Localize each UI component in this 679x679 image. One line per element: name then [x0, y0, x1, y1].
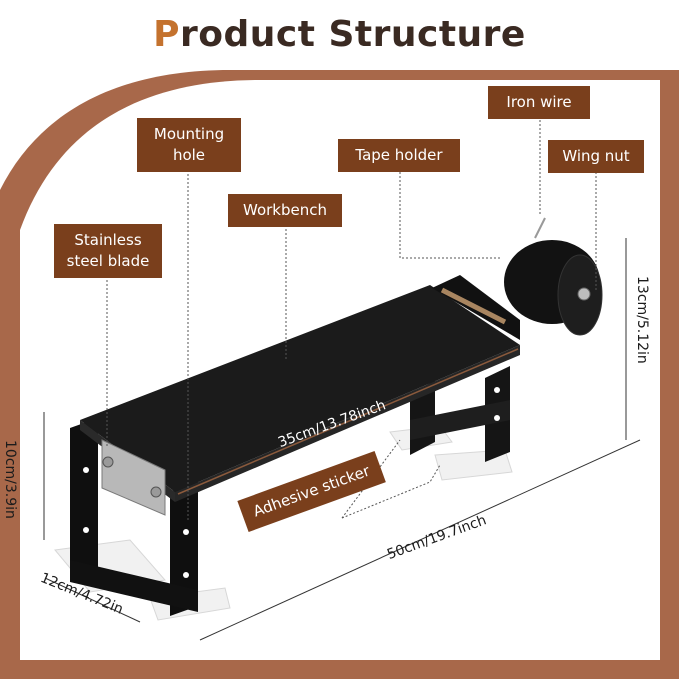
- leader-adhesive-sticker: [341, 464, 441, 519]
- iron-wire: [534, 217, 546, 239]
- label-wing-nut: Wing nut: [548, 140, 644, 173]
- blade-screw-2: [150, 486, 162, 498]
- mounting-hole-6: [494, 415, 500, 421]
- mounting-hole-3: [183, 529, 189, 535]
- label-iron-wire: Iron wire: [488, 86, 590, 119]
- mounting-hole-4: [183, 572, 189, 578]
- dim-height-left: 10cm/3.9in: [2, 440, 18, 519]
- page-title: Product Structure: [0, 14, 679, 55]
- workbench-rule-line: [177, 348, 519, 495]
- front-leg-right: [170, 480, 198, 616]
- dim-line-total-length: [199, 439, 641, 641]
- label-tape-holder: Tape holder: [338, 139, 460, 172]
- label-stainless-blade: Stainless steel blade: [54, 224, 162, 278]
- front-leg-base: [70, 560, 198, 612]
- back-leg-brace: [410, 400, 510, 440]
- wing-nut: [577, 287, 591, 301]
- label-workbench: Workbench: [228, 194, 342, 227]
- leader-tape-holder: [399, 168, 500, 259]
- mounting-hole-5: [494, 387, 500, 393]
- workbench-top: [80, 285, 520, 492]
- blade-screw-1: [102, 456, 114, 468]
- mounting-hole-2: [83, 527, 89, 533]
- spring-rod: [440, 287, 507, 325]
- label-mounting-hole: Mounting hole: [137, 118, 241, 172]
- dim-height-right: 13cm/5.12in: [634, 276, 650, 364]
- front-leg-left: [70, 418, 98, 580]
- mounting-hole-1: [83, 467, 89, 473]
- stainless-blade: [101, 439, 166, 516]
- title-rest: roduct Structure: [180, 14, 526, 55]
- dim-line-depth: [44, 577, 141, 623]
- title-first-letter: P: [153, 14, 181, 55]
